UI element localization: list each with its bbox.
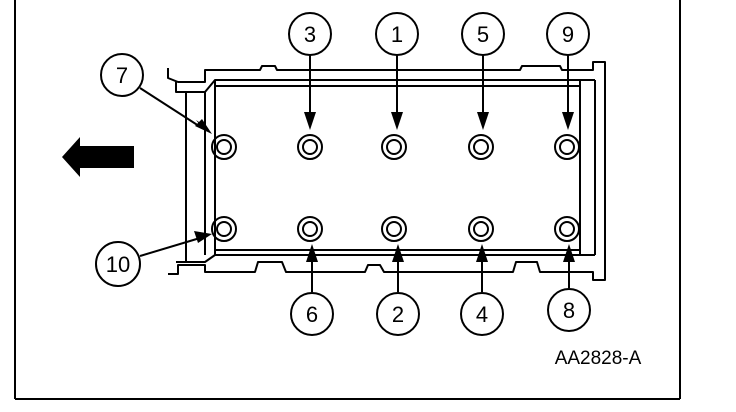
callouts: 7 3 1 5 9 10 6 2 <box>95 12 591 336</box>
bolt-row-bottom <box>211 216 580 242</box>
callout-1-label: 1 <box>391 22 403 47</box>
callout-2: 2 <box>376 292 420 336</box>
callout-4-label: 4 <box>476 302 488 327</box>
bolt-10 <box>211 216 237 242</box>
callout-1: 1 <box>375 12 419 56</box>
bolt-3 <box>297 134 323 160</box>
block-outline <box>167 61 606 281</box>
callout-4: 4 <box>460 292 504 336</box>
bolt-6 <box>297 216 323 242</box>
bolt-8 <box>554 216 580 242</box>
callout-10: 10 <box>95 241 141 287</box>
bolt-9 <box>554 134 580 160</box>
callout-9-label: 9 <box>562 22 574 47</box>
callout-3-label: 3 <box>304 22 316 47</box>
callout-5-label: 5 <box>477 22 489 47</box>
bolt-5 <box>468 134 494 160</box>
callout-6-label: 6 <box>306 302 318 327</box>
bolt-1 <box>381 134 407 160</box>
leader-lines <box>139 55 575 292</box>
callout-2-label: 2 <box>392 302 404 327</box>
callout-7-label: 7 <box>116 63 128 88</box>
callout-3: 3 <box>288 12 332 56</box>
callout-8: 8 <box>547 288 591 332</box>
figure-frame <box>14 0 681 400</box>
bolt-7 <box>211 134 237 160</box>
bolt-2 <box>381 216 407 242</box>
callout-9: 9 <box>546 12 590 56</box>
bolt-row-top <box>211 134 580 160</box>
bolt-4 <box>468 216 494 242</box>
callout-10-label: 10 <box>106 252 130 277</box>
callout-7: 7 <box>100 53 144 97</box>
front-direction-arrow-icon <box>62 137 134 177</box>
figure-reference-code: AA2828-A <box>555 348 642 369</box>
callout-6: 6 <box>290 292 334 336</box>
callout-8-label: 8 <box>563 298 575 323</box>
callout-5: 5 <box>461 12 505 56</box>
